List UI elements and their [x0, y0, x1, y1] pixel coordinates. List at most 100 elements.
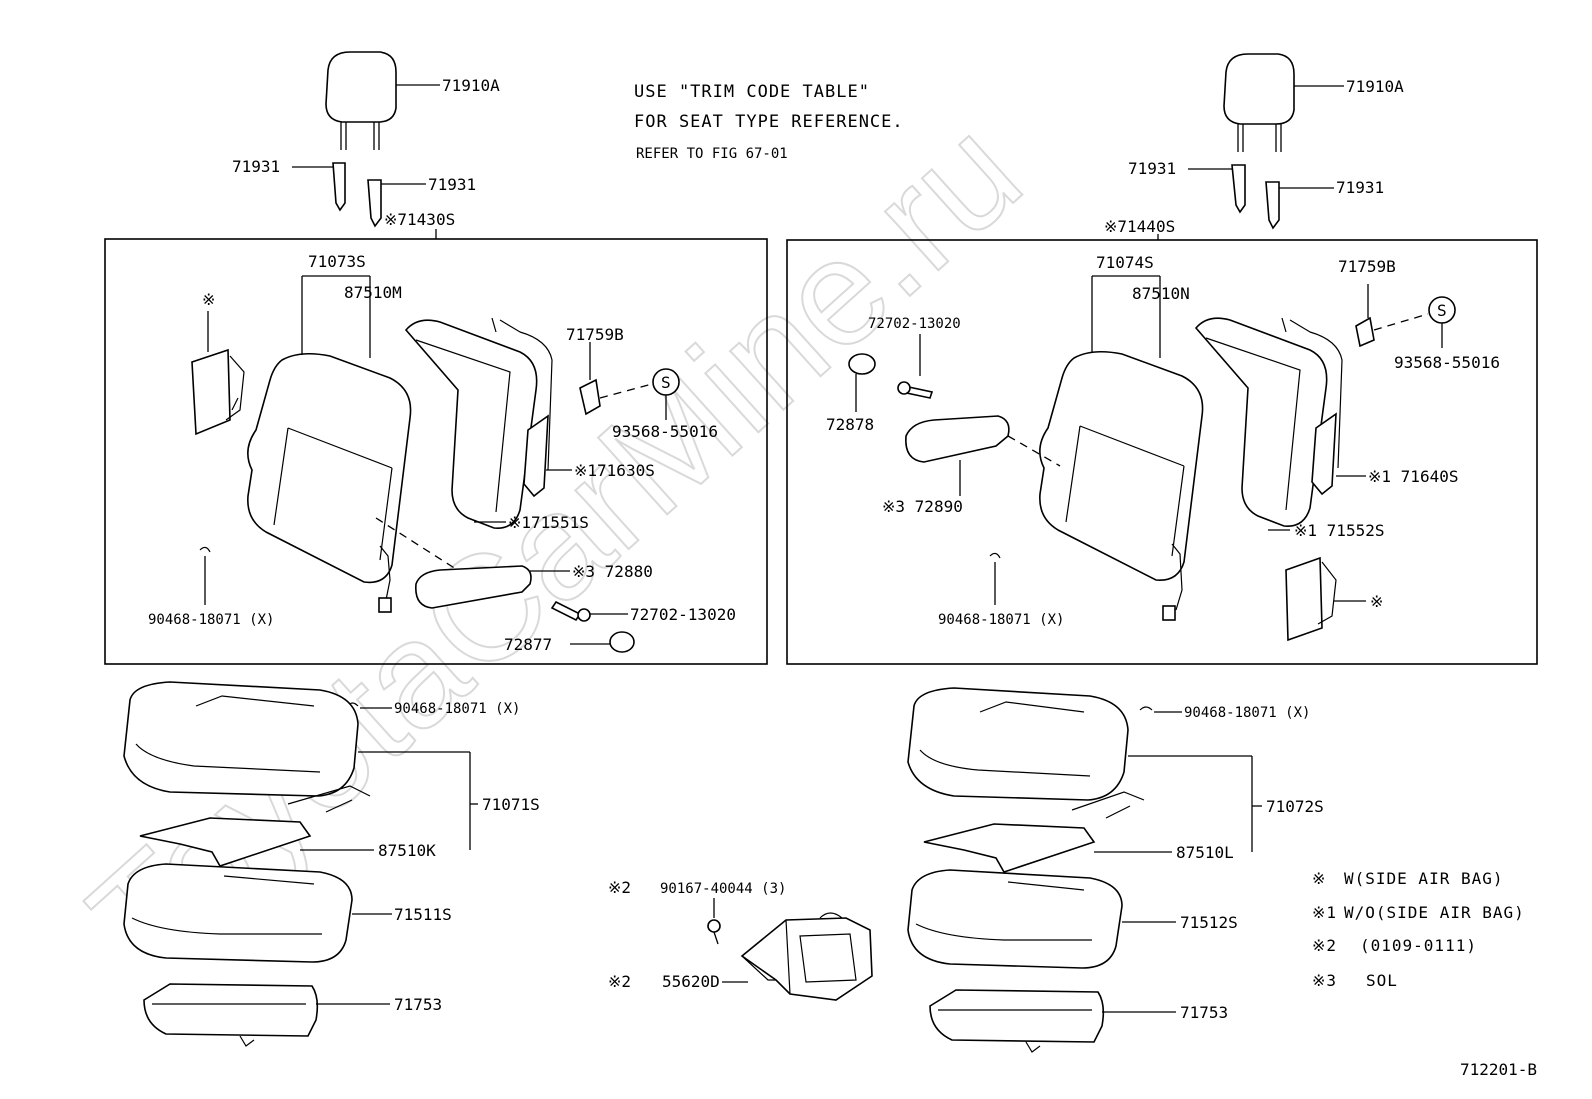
left-back-harness-connector — [378, 597, 392, 613]
label-left-cushion-pad: 87510K — [378, 841, 436, 860]
label-left-clip: 90468-18071 (X) — [148, 612, 274, 628]
label-left-cushion-cover: 71071S — [482, 795, 540, 814]
right-headrest — [1223, 53, 1295, 152]
left-back-harness — [379, 545, 391, 601]
label-right-support-b: 71931 — [1336, 178, 1384, 197]
label-right-back-cover: 71074S — [1096, 253, 1154, 272]
label-left-cushion-clip: 90468-18071 (X) — [394, 701, 520, 717]
label-right-hinge: 71759B — [1338, 257, 1396, 276]
right-armrest — [905, 415, 1010, 463]
label-right-shield: 71753 — [1180, 1003, 1228, 1022]
label-left-headrest: 71910A — [442, 76, 500, 95]
label-left-back-assy: ※71430S — [384, 210, 455, 229]
right-back-harness-connector — [1162, 605, 1176, 621]
right-cushion-pad-sheet — [923, 823, 1096, 873]
center-bolt — [707, 919, 721, 945]
label-right-headrest: 71910A — [1346, 77, 1404, 96]
label-center-bolt: 90167-40044 (3) — [660, 881, 786, 897]
legend-text-3: (0109-0111) — [1360, 936, 1477, 955]
figure-id: 712201-B — [1460, 1060, 1537, 1079]
label-right-pad2: ※1 71552S — [1294, 521, 1384, 540]
label-right-cushion-pad: 87510L — [1176, 843, 1234, 862]
note-refer-fig: REFER TO FIG 67-01 — [636, 146, 788, 162]
left-headrest — [325, 51, 397, 150]
left-headrest-supports — [332, 162, 382, 228]
label-left-armrest: ※3 72880 — [572, 562, 653, 581]
label-right-cushion-frame: 71512S — [1180, 913, 1238, 932]
label-left-cap: 72877 — [504, 635, 552, 654]
legend: ※ W(SIDE AIR BAG) ※1 W/O(SIDE AIR BAG) ※… — [1312, 869, 1525, 990]
left-seatback-cover — [247, 352, 412, 584]
label-right-cushion-cover: 71072S — [1266, 797, 1324, 816]
legend-text-4: SOL — [1366, 971, 1398, 990]
left-seatback-pad — [404, 317, 553, 529]
right-seatback-pad — [1194, 317, 1343, 527]
label-left-screw: 93568-55016 — [612, 422, 718, 441]
label-left-back-cover: 71073S — [308, 252, 366, 271]
left-side-airbag-module — [191, 348, 245, 436]
label-right-armrest: ※3 72890 — [882, 497, 963, 516]
label-left-bolt: 72702-13020 — [630, 605, 736, 624]
left-armrest-bolt — [550, 600, 591, 622]
right-armrest-cap — [848, 353, 876, 375]
label-left-support-a: 71931 — [232, 157, 280, 176]
label-left-cushion-frame: 71511S — [394, 905, 452, 924]
right-screw-symbol: S — [1437, 301, 1447, 320]
label-right-clip: 90468-18071 (X) — [938, 612, 1064, 628]
right-cushion-shield — [929, 989, 1105, 1053]
legend-text-1: W(SIDE AIR BAG) — [1344, 869, 1504, 888]
right-cushion-cover — [907, 687, 1129, 801]
center-holder — [740, 912, 873, 1001]
right-cushion-frame — [907, 869, 1123, 969]
legend-mark-1: ※ — [1312, 869, 1326, 888]
label-right-bolt: 72702-13020 — [868, 316, 961, 332]
left-cushion-cover — [123, 681, 359, 797]
right-headrest-supports — [1231, 164, 1280, 230]
label-right-airbag-mark: ※ — [1370, 592, 1383, 611]
label-left-pad2: ※171551S — [508, 513, 589, 532]
right-seatback-assembly-box — [786, 239, 1538, 665]
right-side-airbag-module — [1285, 556, 1337, 642]
label-center-holder: 55620D — [662, 972, 720, 991]
label-right-screw: 93568-55016 — [1394, 353, 1500, 372]
legend-mark-4: ※3 — [1312, 971, 1337, 990]
label-right-cap: 72878 — [826, 415, 874, 434]
left-cushion-frame — [123, 863, 353, 963]
label-right-support-a: 71931 — [1128, 159, 1176, 178]
label-left-frame: ※171630S — [574, 461, 655, 480]
right-cushion-clip-icon — [1139, 706, 1153, 711]
left-recliner — [523, 414, 549, 498]
label-left-support-b: 71931 — [428, 175, 476, 194]
left-hinge-bracket — [579, 378, 601, 416]
note-seat-type: FOR SEAT TYPE REFERENCE. — [634, 112, 904, 132]
left-cushion-harness — [287, 785, 371, 813]
left-armrest — [415, 565, 532, 609]
label-left-pad: 87510M — [344, 283, 402, 302]
left-armrest-cap — [609, 631, 635, 653]
legend-text-2: W/O(SIDE AIR BAG) — [1344, 903, 1525, 922]
label-right-frame: ※1 71640S — [1368, 467, 1458, 486]
label-right-back-assy: ※71440S — [1104, 217, 1175, 236]
label-right-pad: 87510N — [1132, 284, 1190, 303]
right-armrest-bolt — [897, 381, 934, 399]
label-left-hinge: 71759B — [566, 325, 624, 344]
note-trim-code: USE "TRIM CODE TABLE" — [634, 82, 870, 102]
left-cushion-shield — [143, 983, 319, 1047]
right-hinge-bracket — [1355, 316, 1375, 348]
right-clip-icon — [989, 552, 1001, 559]
right-cushion-harness — [1071, 791, 1145, 819]
label-left-shield: 71753 — [394, 995, 442, 1014]
label-left-airbag-mark: ※ — [202, 290, 215, 309]
right-seatback-cover — [1039, 350, 1204, 581]
label-center-mark-b: ※2 — [608, 972, 631, 991]
right-back-harness — [1171, 543, 1183, 611]
label-right-cushion-clip: 90468-18071 (X) — [1184, 705, 1310, 721]
legend-mark-2: ※1 — [1312, 903, 1337, 922]
left-clip-icon — [199, 546, 211, 553]
left-screw-symbol: S — [661, 373, 671, 392]
label-center-mark-a: ※2 — [608, 878, 631, 897]
right-recliner — [1311, 412, 1337, 496]
left-cushion-pad-sheet — [139, 817, 312, 867]
